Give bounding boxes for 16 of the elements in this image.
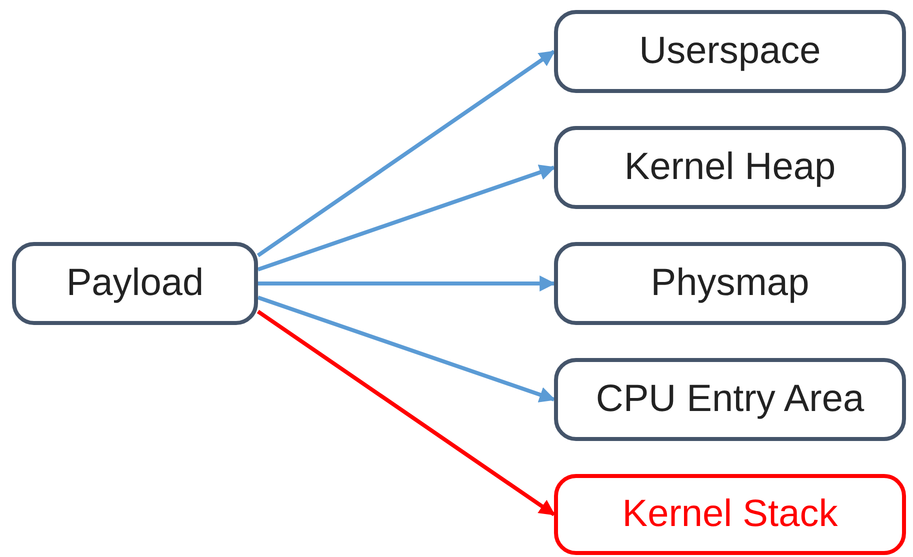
node-label: Userspace (639, 30, 821, 73)
arrow (258, 276, 556, 292)
target-box (554, 242, 906, 325)
node-label: Kernel Stack (622, 493, 838, 536)
node-label: Kernel Heap (624, 146, 836, 189)
node-label: Payload (66, 262, 204, 305)
source-box (12, 242, 258, 325)
node-label: Physmap (650, 262, 810, 305)
target-box (554, 474, 906, 555)
target-box (554, 126, 906, 209)
node-label: CPU Entry Area (596, 378, 864, 421)
arrow (257, 296, 556, 402)
target-box (554, 10, 906, 93)
arrow (256, 50, 556, 258)
arrow (257, 164, 556, 272)
target-box (554, 358, 906, 441)
